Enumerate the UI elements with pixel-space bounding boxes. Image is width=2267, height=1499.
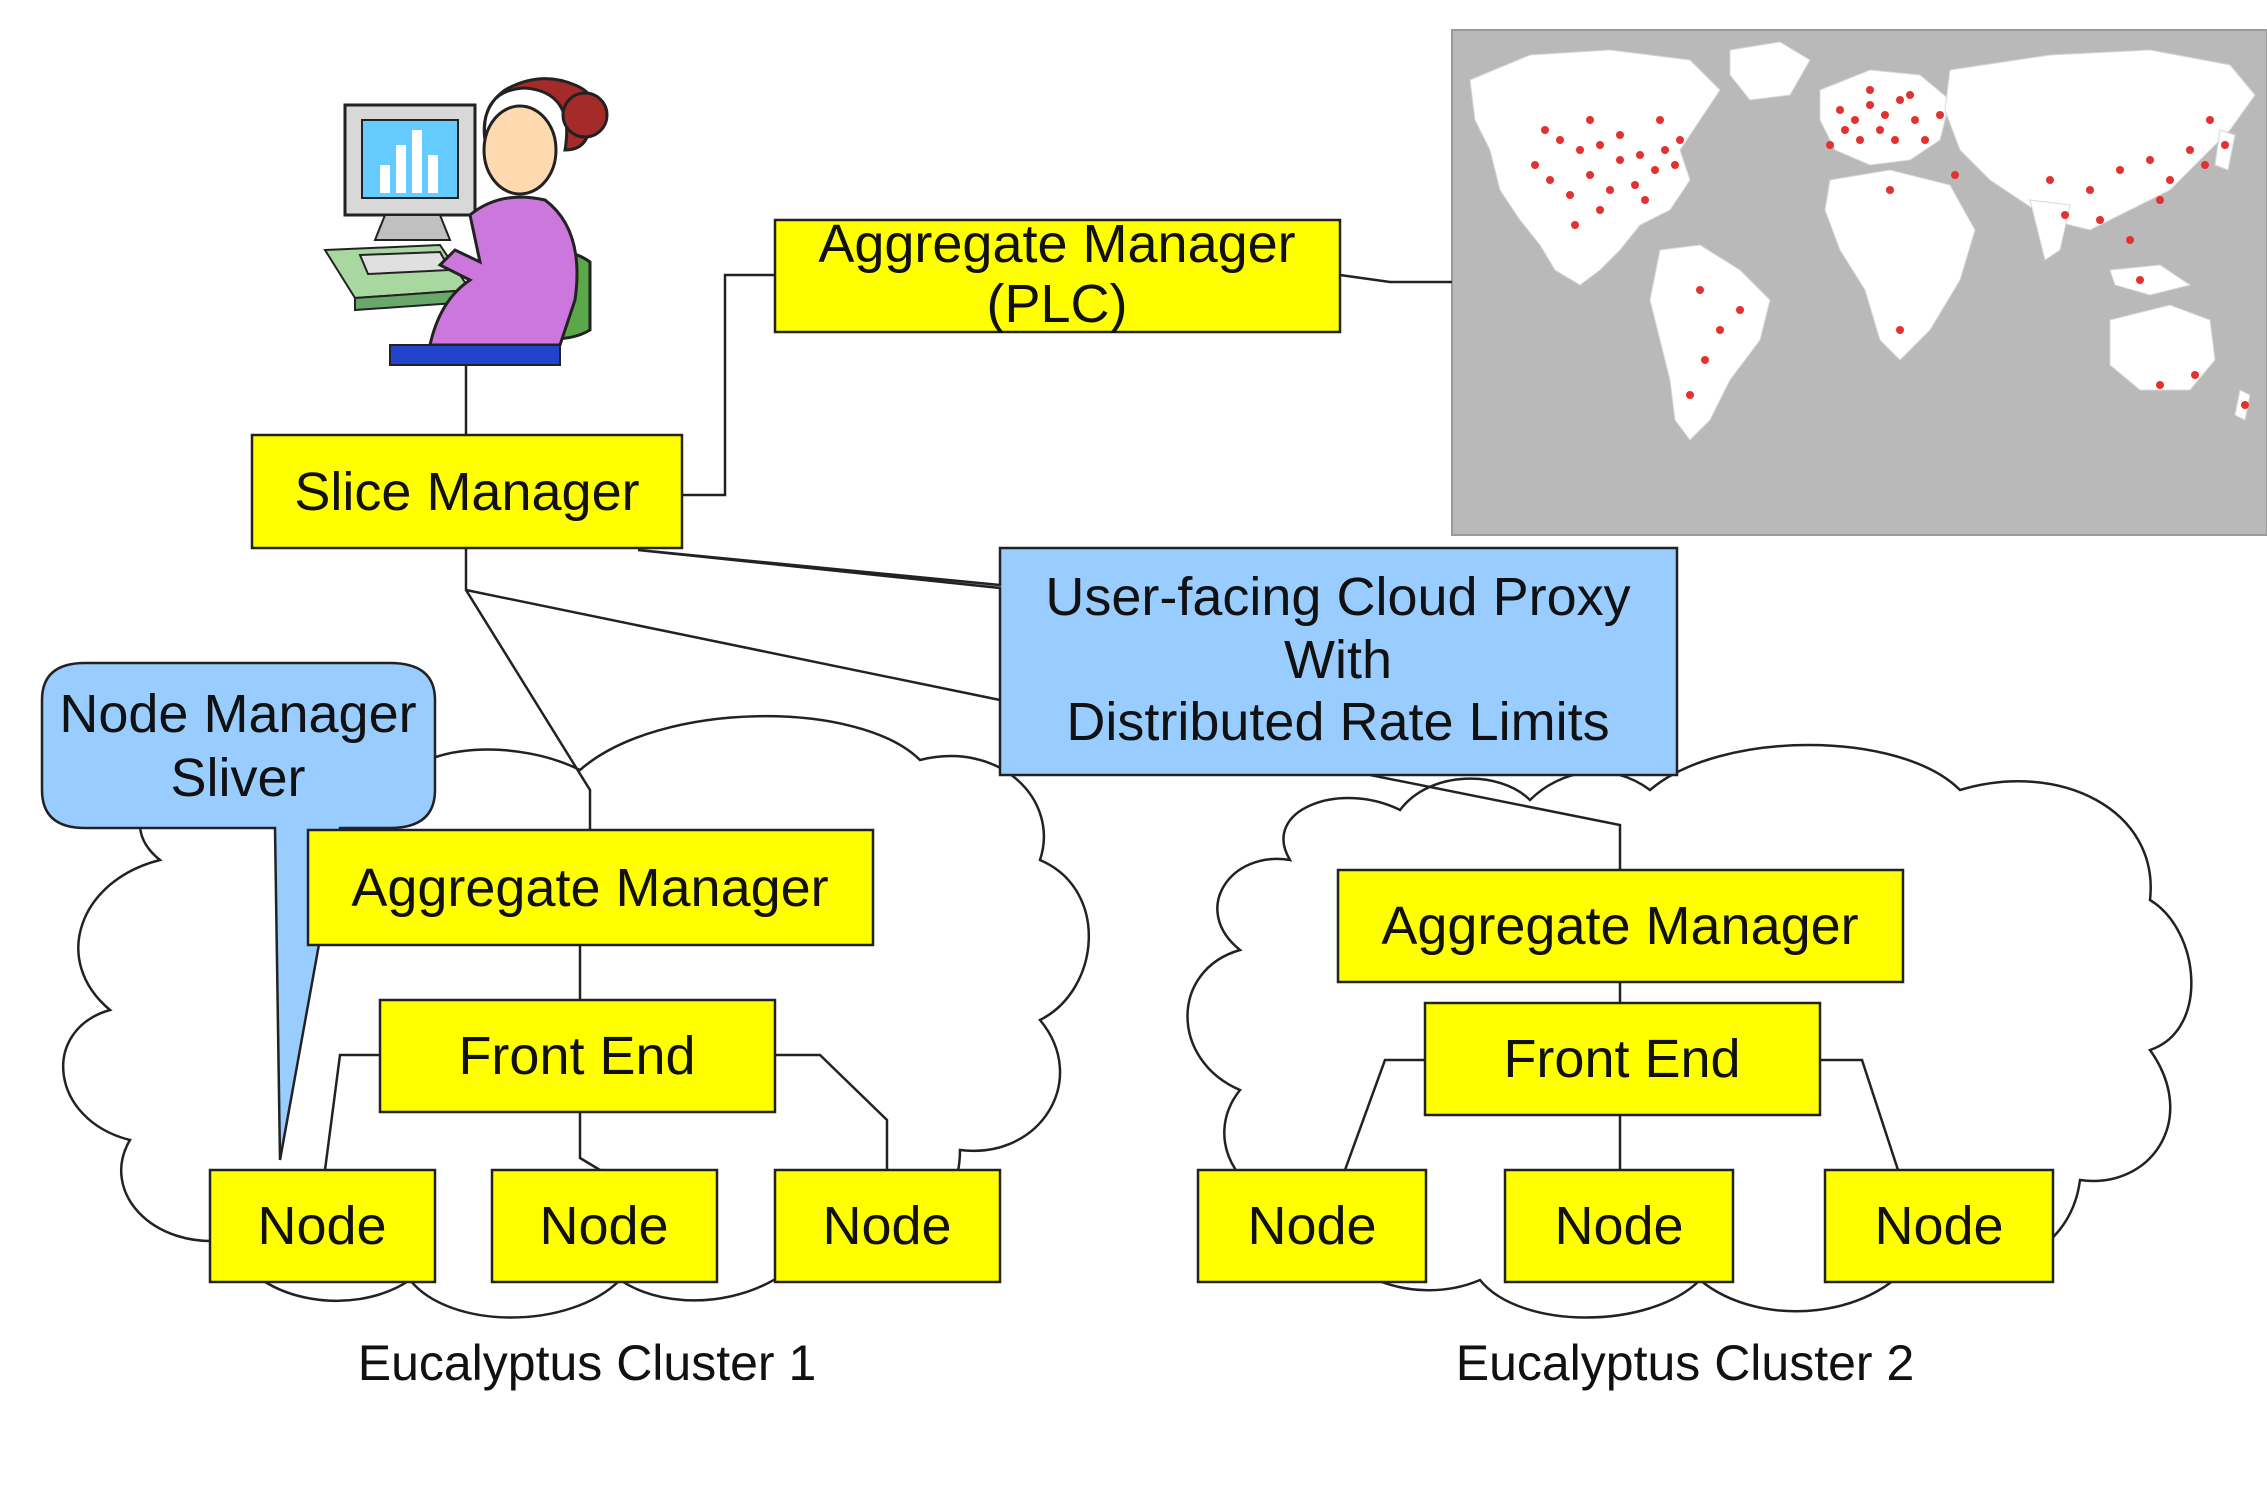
world-map-icon xyxy=(1451,29,2267,536)
cluster-2-node-1-label: Node xyxy=(1247,1196,1376,1256)
cluster-1-caption: Eucalyptus Cluster 1 xyxy=(358,1335,817,1391)
cluster-2-front-end-label: Front End xyxy=(1503,1029,1740,1089)
node-manager-sliver-callout: Node Manager Sliver xyxy=(40,661,437,1161)
cluster-2-aggregate-manager-label: Aggregate Manager xyxy=(1381,896,1858,956)
node-manager-sliver-line2: Sliver xyxy=(170,748,305,808)
cluster-1-node-3-label: Node xyxy=(822,1196,951,1256)
cluster-1-node-1-label: Node xyxy=(257,1196,386,1256)
aggregate-manager-plc-line2: (PLC) xyxy=(986,274,1127,334)
cluster-1-node-3-box xyxy=(773,1168,1002,1284)
cluster-1-front-end-box xyxy=(378,998,777,1114)
slice-manager-label: Slice Manager xyxy=(294,462,639,522)
cluster-1: Aggregate Manager Front End Node Node No… xyxy=(208,828,1002,1391)
slice-manager-box: Slice Manager xyxy=(250,433,684,550)
cluster-2-front-end-box xyxy=(1423,1001,1822,1117)
aggregate-manager-plc-line1: Aggregate Manager xyxy=(818,214,1295,274)
cluster-1-front-end-label: Front End xyxy=(458,1026,695,1086)
connector-lines xyxy=(323,273,1900,1172)
aggregate-manager-plc-box: Aggregate Manager (PLC) xyxy=(773,214,1342,334)
cluster-2-node-3-box xyxy=(1823,1168,2055,1284)
cloud-proxy-line3: Distributed Rate Limits xyxy=(1066,692,1609,752)
cluster-1-node-2-box xyxy=(490,1168,719,1284)
cloud-proxy-callout: User-facing Cloud Proxy With Distributed… xyxy=(637,546,1679,777)
cluster-1-node-2-label: Node xyxy=(539,1196,668,1256)
cluster-2-node-3-label: Node xyxy=(1874,1196,2003,1256)
cluster-2-node-2-label: Node xyxy=(1554,1196,1683,1256)
cloud-proxy-line2: With xyxy=(1284,630,1392,690)
cluster-1-aggregate-manager-box xyxy=(306,828,875,947)
cluster-2-node-1-box xyxy=(1196,1168,1428,1284)
cluster-1-aggregate-manager-label: Aggregate Manager xyxy=(351,858,828,918)
node-manager-sliver-line1: Node Manager xyxy=(59,684,416,744)
cluster-2: Aggregate Manager Front End Node Node No… xyxy=(1196,868,2055,1391)
cloud-proxy-line1: User-facing Cloud Proxy xyxy=(1045,567,1630,627)
cluster-2-node-2-box xyxy=(1503,1168,1735,1284)
cluster-1-node-1-box xyxy=(208,1168,437,1284)
cluster-2-caption: Eucalyptus Cluster 2 xyxy=(1456,1335,1915,1391)
cluster-2-aggregate-manager-box xyxy=(1336,868,1905,984)
user-at-computer-icon xyxy=(323,77,609,366)
